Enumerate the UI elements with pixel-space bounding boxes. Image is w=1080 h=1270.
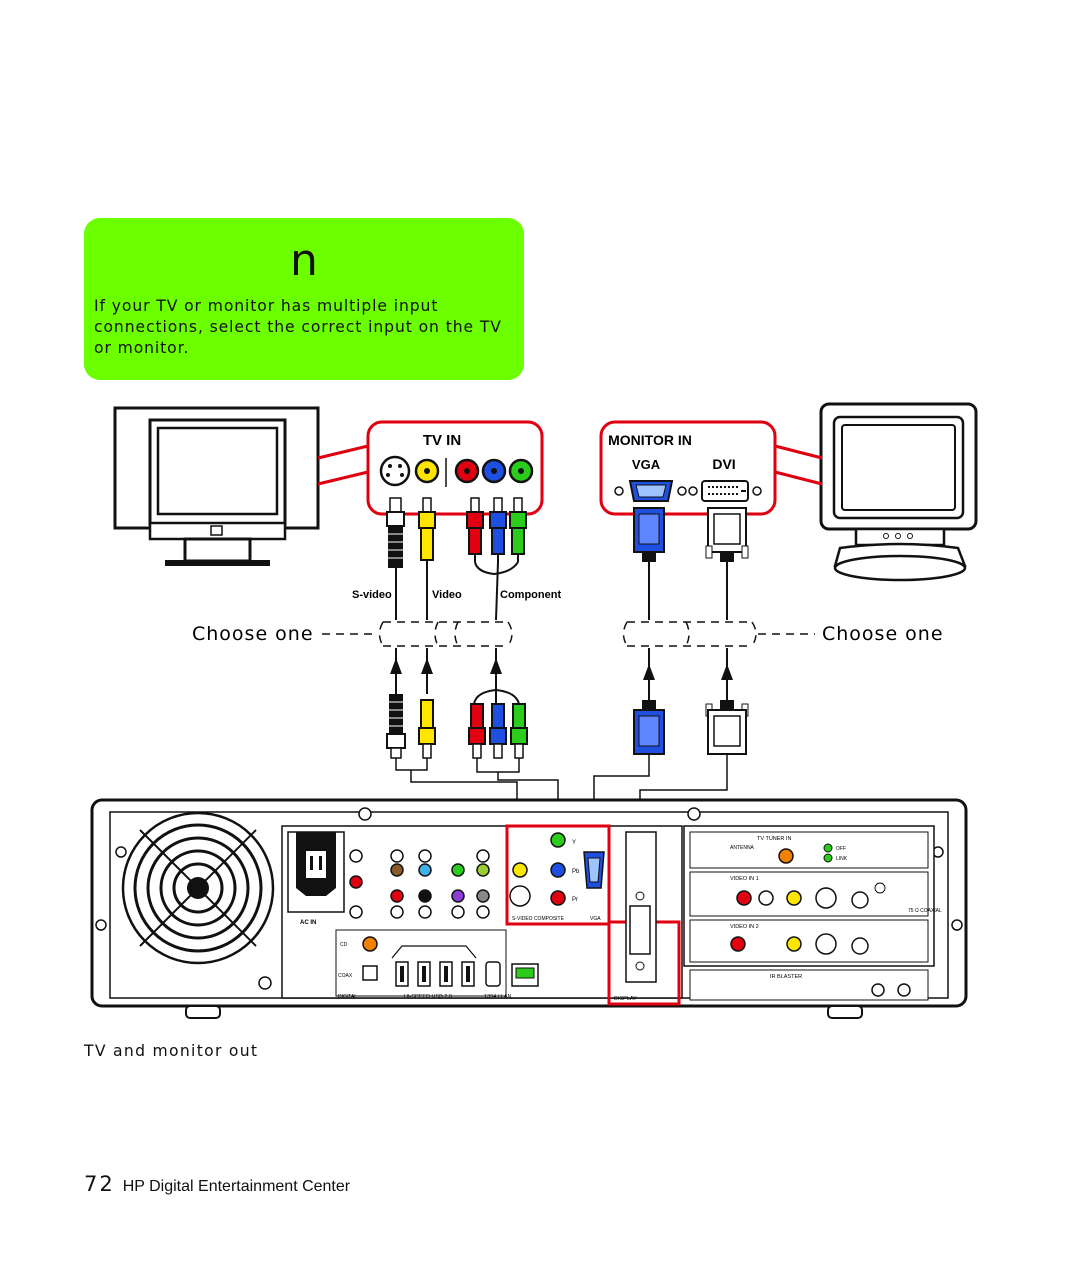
page-footer: 72 HP Digital Entertainment Center	[84, 1172, 350, 1196]
tv-in-panel	[366, 420, 544, 516]
svg-text:TV TUNER IN: TV TUNER IN	[757, 836, 791, 842]
svg-text:LINK: LINK	[836, 856, 848, 862]
choose-one-right-bracket	[622, 621, 815, 647]
vga-port-icon	[614, 480, 687, 502]
monitor-illustration	[819, 402, 978, 582]
component-plugs-bottom-icon	[468, 703, 528, 759]
svideo-plug-bottom-icon	[386, 694, 406, 759]
note-text: If your TV or monitor has multiple input…	[94, 297, 502, 357]
video-label: Video	[432, 589, 462, 601]
choose-one-right: Choose one	[822, 623, 944, 645]
component-label: Component	[500, 589, 561, 601]
video-plug-top-icon	[418, 497, 436, 561]
svideo-port-icon	[379, 455, 411, 487]
tv-in-label: TV IN	[423, 432, 461, 449]
vga-plug-bottom-icon	[633, 700, 665, 755]
vga-plug-top-icon	[633, 507, 665, 562]
svideo-label: S-video	[352, 589, 392, 601]
note-box: n If your TV or monitor has multiple inp…	[84, 218, 524, 380]
svg-text:VIDEO IN 1: VIDEO IN 1	[730, 876, 759, 882]
usb-ports-icon	[391, 945, 477, 987]
svg-text:COAX: COAX	[338, 973, 353, 979]
rear-panel: AC IN CD COAX DIGITAL	[90, 798, 968, 1019]
dvi-port-icon	[688, 480, 762, 502]
footer-title: HP Digital Entertainment Center	[122, 1178, 351, 1195]
svg-text:Y: Y	[572, 840, 576, 846]
svg-text:HI-SPEED USB 2.0: HI-SPEED USB 2.0	[404, 994, 452, 1000]
svg-text:OFF: OFF	[836, 846, 846, 852]
component-plugs-top-icon	[466, 497, 527, 555]
svg-text:VGA: VGA	[590, 916, 601, 922]
svg-text:75 Ω COAXIAL: 75 Ω COAXIAL	[908, 908, 942, 914]
svg-text:DIGITAL: DIGITAL	[338, 994, 357, 1000]
svg-text:ANTENNA: ANTENNA	[730, 845, 755, 851]
choose-one-left-bracket	[322, 621, 513, 647]
svg-text:VIDEO IN 2: VIDEO IN 2	[730, 924, 759, 930]
dvi-plug-bottom-icon	[705, 700, 749, 755]
video-plug-bottom-icon	[418, 699, 436, 759]
dvi-label: DVI	[712, 456, 735, 472]
figure-caption: TV and monitor out	[84, 1042, 259, 1060]
svg-text:DISPLAY: DISPLAY	[614, 996, 637, 1002]
fan-grille-icon	[121, 811, 275, 965]
svg-text:1394 / LAN: 1394 / LAN	[484, 994, 512, 1000]
svg-text:S-VIDEO COMPOSITE: S-VIDEO COMPOSITE	[512, 916, 565, 922]
vga-label: VGA	[632, 457, 661, 472]
svg-text:AC IN: AC IN	[300, 920, 316, 926]
tv-illustration	[113, 406, 320, 566]
svg-text:Pr: Pr	[572, 897, 578, 903]
svg-text:CD: CD	[340, 942, 348, 948]
svideo-plug-top-icon	[386, 497, 405, 568]
choose-one-left: Choose one	[192, 623, 314, 645]
svg-text:IR BLASTER: IR BLASTER	[770, 974, 802, 980]
monitor-in-label: MONITOR IN	[608, 432, 692, 448]
page-number: 72	[84, 1172, 115, 1196]
dvi-plug-top-icon	[705, 507, 749, 562]
note-icon: n	[290, 235, 318, 286]
svg-text:Pb: Pb	[572, 869, 580, 875]
